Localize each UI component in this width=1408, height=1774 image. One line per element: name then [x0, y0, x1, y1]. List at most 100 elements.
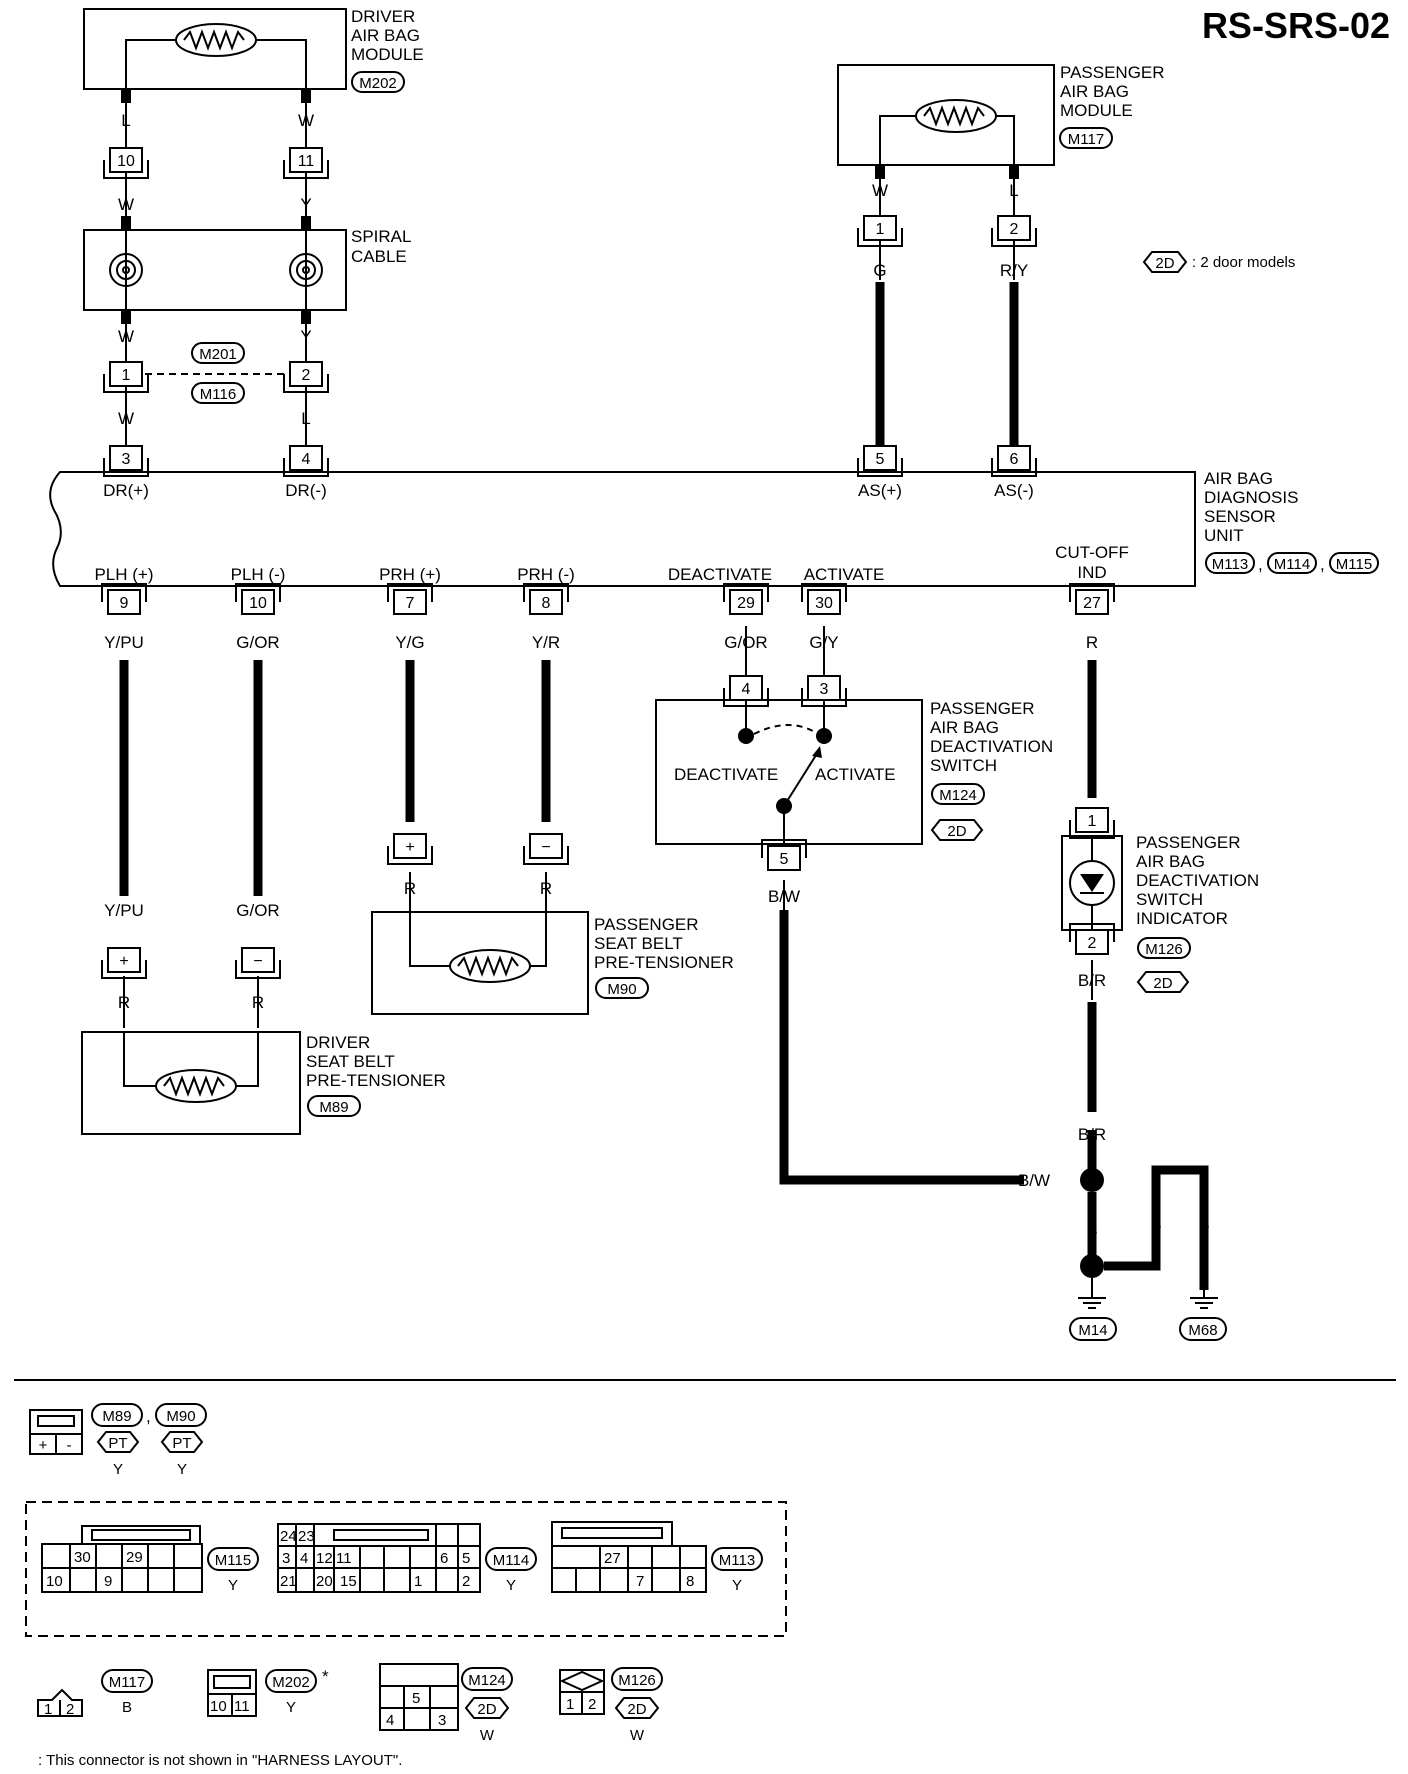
pin-number: 1: [1088, 813, 1097, 830]
svg-text:10: 10: [210, 1698, 227, 1715]
svg-text:MODULE: MODULE: [1060, 101, 1133, 120]
legend-2door: 2D : 2 door models: [1142, 251, 1295, 273]
passenger-seatbelt-pretensioner: PASSENGER SEAT BELT PRE-TENSIONER M90: [371, 911, 734, 1015]
pin-sw5: 5: [761, 839, 807, 871]
svg-text:INDICATOR: INDICATOR: [1136, 909, 1228, 928]
svg-text:AS(-): AS(-): [994, 481, 1034, 500]
svg-text:W: W: [630, 1727, 645, 1744]
svg-text:SEAT BELT: SEAT BELT: [306, 1052, 395, 1071]
svg-text:M117: M117: [1068, 131, 1104, 148]
svg-text:M202: M202: [272, 1674, 310, 1691]
svg-text:DEACTIVATION: DEACTIVATION: [930, 737, 1053, 756]
svg-text:24: 24: [280, 1528, 297, 1545]
wire-color-i2b: B/R: [1078, 1125, 1106, 1144]
svg-text:11: 11: [336, 1550, 352, 1567]
svg-text:4: 4: [386, 1712, 394, 1729]
svg-text:29: 29: [126, 1549, 143, 1566]
pin-number: 3: [122, 451, 131, 468]
svg-text:2D: 2D: [1155, 255, 1174, 272]
svg-text:SPIRAL: SPIRAL: [351, 227, 411, 246]
svg-text:PASSENGER: PASSENGER: [1060, 63, 1165, 82]
pin-number: 1: [122, 367, 131, 384]
svg-text:DR(+): DR(+): [103, 481, 149, 500]
svg-text:PRE-TENSIONER: PRE-TENSIONER: [306, 1071, 446, 1090]
svg-text:DRIVER: DRIVER: [306, 1033, 370, 1052]
airbag-diagnosis-sensor-unit: AIR BAG DIAGNOSIS SENSOR UNIT M113 , M11…: [49, 469, 1379, 587]
wire-color-p-l: L: [1009, 181, 1018, 200]
svg-text:AIR BAG: AIR BAG: [1204, 469, 1273, 488]
svg-text:SEAT BELT: SEAT BELT: [594, 934, 683, 953]
svg-text:PLH (-): PLH (-): [231, 565, 286, 584]
svg-text:Y: Y: [228, 1577, 238, 1594]
svg-text:M114: M114: [1274, 556, 1310, 573]
pin-u3: 3: [103, 445, 149, 477]
svg-text:Y: Y: [506, 1577, 516, 1594]
wire-color-d9b: Y/PU: [104, 901, 144, 920]
svg-text:-: -: [67, 1437, 72, 1454]
svg-text:IND: IND: [1077, 563, 1106, 582]
svg-text:2: 2: [462, 1573, 470, 1590]
wire-color-sp-y2: Y: [300, 327, 311, 346]
pin-number: 4: [302, 451, 311, 468]
svg-text:6: 6: [440, 1550, 448, 1567]
wire-color-d-w: W: [298, 111, 314, 130]
wire-color-u29: G/OR: [724, 633, 767, 652]
svg-text:M89: M89: [102, 1408, 131, 1425]
svg-text:,: ,: [1258, 555, 1263, 574]
svg-text:9: 9: [104, 1573, 112, 1590]
svg-text:M202: M202: [359, 75, 397, 92]
svg-text:AS(+): AS(+): [858, 481, 902, 500]
pin-pp-plus: +: [387, 833, 433, 865]
wire-color-u10: G/OR: [236, 633, 279, 652]
pin-i1: 1: [1069, 807, 1115, 839]
pin-number: 2: [1010, 221, 1019, 238]
svg-text:PT: PT: [108, 1435, 127, 1452]
svg-text:MODULE: MODULE: [351, 45, 424, 64]
svg-text:CUT-OFF: CUT-OFF: [1055, 543, 1129, 562]
pin-number: +: [119, 953, 128, 970]
svg-text:2: 2: [588, 1696, 596, 1713]
svg-text:M124: M124: [939, 787, 977, 804]
wire-color-dp-r1: R: [118, 993, 130, 1012]
pin-s2: 2: [283, 361, 329, 393]
svg-text:DEACTIVATE: DEACTIVATE: [668, 565, 772, 584]
pin-u7: 7: [387, 583, 433, 615]
svg-text:B: B: [122, 1699, 132, 1716]
wire-color-g-b2: B: [1150, 1215, 1161, 1234]
pin-number: 9: [120, 595, 129, 612]
pin-s1: 1: [103, 361, 149, 393]
svg-text:AIR BAG: AIR BAG: [930, 718, 999, 737]
lower-wiring: [119, 626, 1209, 1298]
pin-p1: 1: [857, 215, 903, 247]
svg-text:4: 4: [300, 1550, 308, 1567]
wire-color-g-b3: B: [1198, 1215, 1209, 1234]
svg-text:DEACTIVATE: DEACTIVATE: [674, 765, 778, 784]
driver-seatbelt-pretensioner: DRIVER SEAT BELT PRE-TENSIONER M89: [81, 1031, 446, 1135]
diagram-title: RS-SRS-02: [1202, 5, 1390, 46]
svg-text:: 2 door models: : 2 door models: [1192, 254, 1295, 271]
svg-text:21: 21: [280, 1573, 297, 1590]
svg-text:5: 5: [412, 1690, 420, 1707]
wire-color-i2: B/R: [1078, 971, 1106, 990]
svg-text:2D: 2D: [627, 1701, 646, 1718]
svg-text:7: 7: [636, 1573, 644, 1590]
pin-u9: 9: [101, 583, 147, 615]
wire-color-j-w: W: [118, 409, 134, 428]
pin-number: 11: [298, 153, 315, 170]
deactivation-switch-indicator: PASSENGER AIR BAG DEACTIVATION SWITCH IN…: [1061, 833, 1259, 993]
svg-text:2: 2: [66, 1701, 74, 1718]
wire-color-sp-w2: W: [118, 327, 134, 346]
svg-text:SWITCH: SWITCH: [1136, 890, 1203, 909]
svg-text:Y: Y: [177, 1461, 187, 1478]
svg-text:23: 23: [298, 1528, 315, 1545]
svg-text:20: 20: [316, 1573, 333, 1590]
svg-text:8: 8: [686, 1573, 694, 1590]
wire-color-d10b: G/OR: [236, 901, 279, 920]
svg-text:PASSENGER: PASSENGER: [1136, 833, 1241, 852]
pin-number: 5: [876, 451, 885, 468]
connector-legend: + - M89 , M90 PT PT Y Y 30 29 10 9 M115 …: [25, 1403, 787, 1769]
svg-text:M124: M124: [468, 1672, 506, 1689]
pin-u5: 5: [857, 445, 903, 477]
wire-color-dp-r2: R: [252, 993, 264, 1012]
